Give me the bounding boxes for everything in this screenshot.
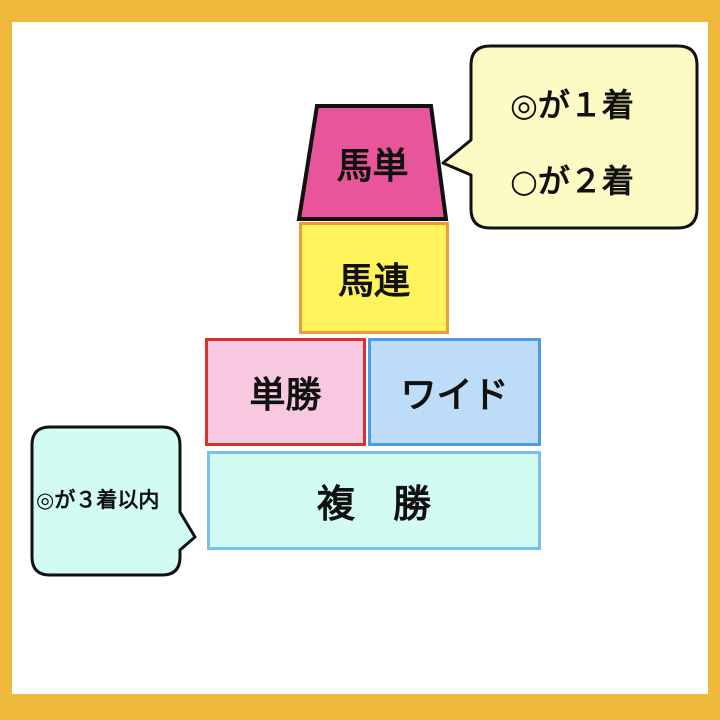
bottom-callout-line-1: ◎が３着以内 [36,488,160,512]
top-callout-line-1: ◎が１着 [510,86,634,124]
umatan-tier: 馬単 [299,106,446,219]
wide-tier: ワイド [368,338,541,446]
umaren-tier: 馬連 [299,222,449,334]
fukusho-tier: 複 勝 [207,451,541,550]
fukusho-label: 複 勝 [316,482,431,526]
umatan-label: 馬単 [336,145,409,187]
tansho-tier: 単勝 [205,338,366,446]
wide-label: ワイド [400,375,509,416]
umaren-label: 馬連 [337,261,410,302]
tansho-label: 単勝 [249,375,322,416]
top-callout-line-2: ○が２着 [510,162,634,200]
